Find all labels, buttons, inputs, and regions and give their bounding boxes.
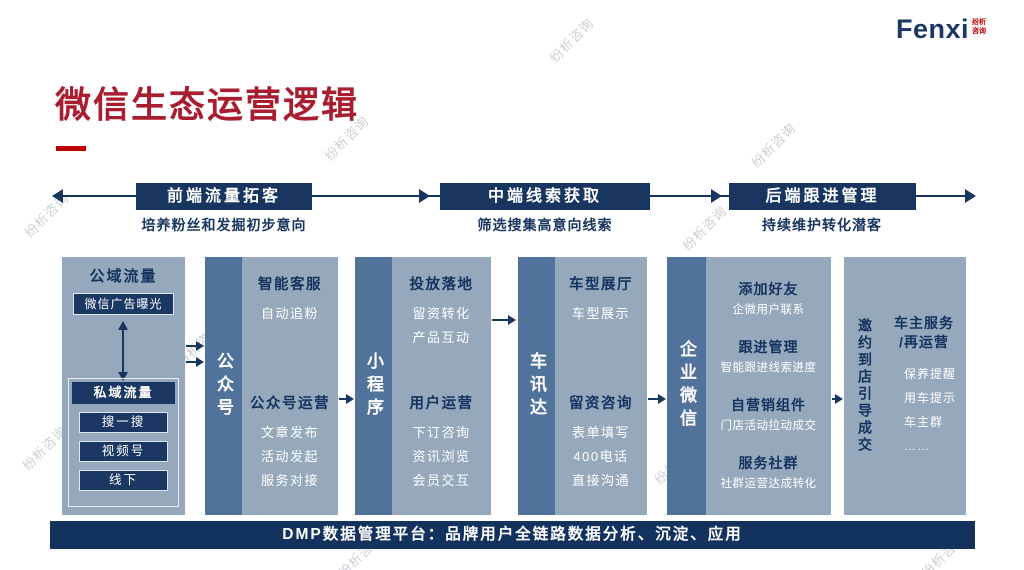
- flow-arrow: [339, 394, 354, 404]
- platform-chexunda: 车讯达: [518, 257, 555, 515]
- flow-arrow: [832, 394, 843, 404]
- section-title: 服务社群: [738, 454, 799, 471]
- panel-section: 添加好友 企微用户联系: [708, 279, 829, 319]
- section-title: 公众号运营: [250, 395, 330, 412]
- invite-vertical-label: 邀约到店引导成交: [857, 318, 873, 454]
- brand-logo: Fenxi 纷析咨询: [896, 16, 988, 43]
- brand-name: Fenxi: [895, 14, 969, 44]
- section-title: 添加好友: [738, 280, 799, 297]
- section-item: 车型展示: [571, 306, 630, 321]
- vertical-double-arrow: [118, 321, 128, 381]
- arrow-right-icon: [419, 189, 430, 203]
- watermark-text: 纷析咨询: [748, 120, 799, 171]
- section-item: 门店活动拉动成交: [720, 419, 817, 432]
- section-title: 智能客服: [258, 277, 322, 293]
- flow-arrow: [186, 341, 204, 351]
- section-item: 会员交互: [412, 472, 471, 488]
- section-item: 文章发布: [260, 424, 319, 440]
- section-title: 跟进管理: [738, 338, 799, 355]
- stage-back-end: 后端跟进管理: [729, 183, 916, 210]
- section-item: 服务对接: [260, 472, 319, 488]
- flow-arrow: [648, 394, 666, 404]
- platform-mini-program-label: 小程序: [364, 351, 383, 421]
- section-item: 下订咨询: [412, 424, 471, 440]
- stage-mid-desc: 筛选搜集高意向线索: [477, 217, 613, 233]
- section-item: 产品互动: [412, 330, 471, 346]
- section-title: 车型展厅: [569, 277, 633, 293]
- panel-section: 用户运营 下订咨询 资讯浏览 会员交互: [394, 392, 489, 493]
- platform-official-account-label: 公众号: [214, 351, 233, 421]
- section-item: 自动追粉: [260, 306, 319, 321]
- arrow-right-icon: [965, 189, 976, 203]
- platform-official-account: 公众号: [205, 257, 242, 515]
- panel-section: 公众号运营 文章发布 活动发起 服务对接: [244, 392, 336, 493]
- owner-service-title: 车主服务: [894, 315, 954, 332]
- panel-section: 投放落地 留资转化 产品互动: [394, 273, 489, 350]
- panel-section: 智能客服 自动追粉: [244, 273, 336, 326]
- section-item: 400电话: [573, 448, 629, 464]
- private-traffic-label: 私域流量: [72, 382, 175, 404]
- section-item: 活动发起: [260, 448, 319, 464]
- public-traffic-label: 公域流量: [89, 268, 158, 285]
- private-channel-video: 视频号: [79, 441, 168, 462]
- stage-mid-end: 中端线索获取: [440, 183, 650, 210]
- owner-item: ……: [904, 438, 930, 453]
- arrow-right-icon: [711, 189, 722, 203]
- panel-mini-program: 投放落地 留资转化 产品互动 用户运营 下订咨询 资讯浏览 会员交互: [392, 257, 491, 515]
- arrow-left-icon: [52, 189, 63, 203]
- platform-wecom: 企业微信: [667, 257, 706, 515]
- panel-section: 留资咨询 表单填写 400电话 直接沟通: [557, 392, 645, 493]
- page-title: 微信生态运营逻辑: [55, 84, 360, 125]
- panel-chexunda: 车型展厅 车型展示 留资咨询 表单填写 400电话 直接沟通: [555, 257, 647, 515]
- owner-service-items: 保养提醒 用车提示 车主群 ……: [886, 362, 962, 458]
- panel-section: 跟进管理 智能跟进线索进度: [708, 337, 829, 377]
- section-item: 直接沟通: [571, 472, 630, 488]
- stage-front-desc: 培养粉丝和发掘初步意向: [141, 217, 307, 233]
- platform-mini-program: 小程序: [355, 257, 392, 515]
- owner-item: 用车提示: [904, 390, 957, 405]
- panel-official-account: 智能客服 自动追粉 公众号运营 文章发布 活动发起 服务对接: [242, 257, 338, 515]
- brand-subtext: 纷析咨询: [972, 19, 986, 35]
- flow-arrow: [492, 315, 516, 325]
- wechat-ad-box: 微信广告曝光: [73, 293, 174, 315]
- section-item: 留资转化: [412, 306, 471, 321]
- section-item: 智能跟进线索进度: [720, 361, 817, 374]
- section-item: 资讯浏览: [412, 448, 471, 464]
- panel-section: 自营销组件 门店活动拉动成交: [708, 395, 829, 435]
- outcome-block: 邀约到店引导成交 车主服务 /再运营 保养提醒 用车提示 车主群 ……: [844, 257, 966, 515]
- private-channel-search: 搜一搜: [79, 412, 168, 433]
- section-title: 留资咨询: [569, 395, 633, 412]
- traffic-column: 公域流量 微信广告曝光 私域流量 搜一搜 视频号 线下: [62, 257, 185, 515]
- stage-front-end: 前端流量拓客: [136, 183, 312, 210]
- platform-wecom-label: 企业微信: [677, 340, 696, 432]
- section-title: 自营销组件: [731, 396, 806, 413]
- watermark-text: 纷析咨询: [546, 15, 597, 66]
- invite-vertical-wrap: 邀约到店引导成交: [844, 257, 886, 515]
- owner-service-title2: /再运营: [899, 334, 949, 350]
- section-title: 投放落地: [409, 277, 474, 293]
- platform-chexunda-label: 车讯达: [527, 351, 546, 421]
- private-channel-offline: 线下: [79, 470, 168, 491]
- title-underline: [56, 146, 86, 151]
- stage-back-desc: 持续维护转化潜客: [762, 217, 882, 233]
- section-item: 表单填写: [571, 424, 630, 440]
- section-item: 企微用户联系: [732, 303, 805, 316]
- section-item: 社群运营达成转化: [720, 477, 817, 490]
- panel-section: 服务社群 社群运营达成转化: [708, 453, 829, 493]
- owner-item: 车主群: [904, 414, 944, 429]
- private-traffic-group: 私域流量 搜一搜 视频号 线下: [68, 378, 179, 507]
- dmp-footer-bar: DMP数据管理平台：品牌用户全链路数据分析、沉淀、应用: [50, 521, 975, 549]
- flow-arrow: [186, 357, 204, 367]
- section-title: 用户运营: [409, 395, 474, 412]
- panel-section: 车型展厅 车型展示: [557, 273, 645, 326]
- owner-service-panel: 车主服务 /再运营 保养提醒 用车提示 车主群 ……: [886, 257, 966, 515]
- panel-wecom: 添加好友 企微用户联系 跟进管理 智能跟进线索进度 自营销组件 门店活动拉动成交…: [706, 257, 831, 515]
- owner-item: 保养提醒: [904, 366, 957, 381]
